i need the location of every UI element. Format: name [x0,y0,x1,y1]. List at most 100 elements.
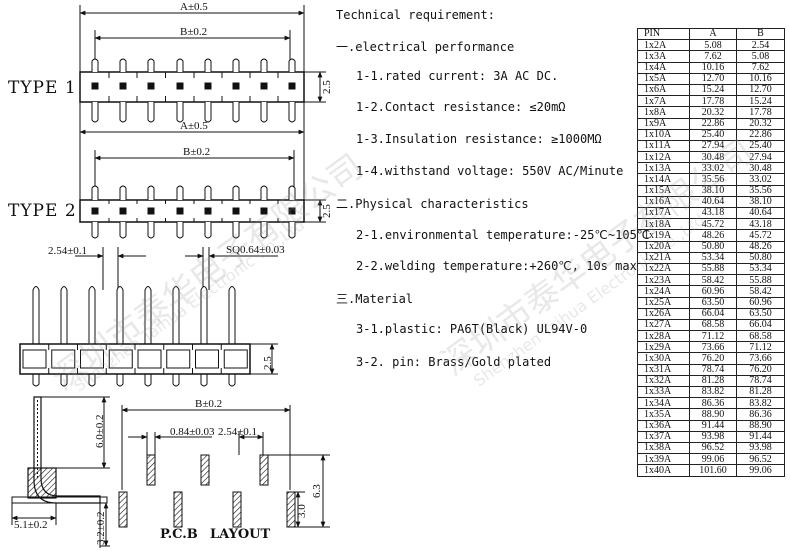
pin-cell: 1x14A [637,173,690,186]
pin-cell: 1x19A [637,229,690,242]
pin-cell: 1x30A [637,352,690,365]
pin-cell: 1x20A [637,240,690,253]
pin-top [232,58,240,72]
spec-section-physical: 二.Physical characteristics [336,197,529,211]
pin-top [176,58,184,72]
b-cell: 63.50 [736,307,785,320]
front-pin-lower [116,374,124,387]
pin-cell: 1x2A [637,39,690,52]
pin-cell: 1x37A [637,430,690,443]
pin-cell: 1x5A [637,72,690,85]
housing-cell [166,349,191,369]
pin-cell: 1x3A [637,50,690,63]
pin-bottom [147,102,155,123]
b-cell: 60.96 [736,296,785,309]
pin-cell: 1x7A [637,95,690,108]
pin-cell: 1x38A [637,441,690,455]
b-cell: 53.34 [736,262,785,276]
a-cell: 99.06 [689,453,737,466]
spec-contact-resistance: 1-2.Contact resistance: ≤20mΩ [356,100,566,114]
b-cell: 45.72 [736,229,785,242]
dim-h63: 6.3 [311,484,323,498]
b-cell: 15.24 [736,95,785,108]
pcb-title-pcb: P.C.B [160,527,198,542]
pin-square [204,82,212,90]
col-header-b: B [736,27,785,41]
dim-sq: SQ0.64±0.03 [226,244,285,256]
pin-cell: 1x23A [637,274,690,287]
housing-cell [195,349,219,369]
b-cell: 76.20 [736,363,785,376]
pin-cell: 1x32A [637,374,690,388]
b-cell: 35.56 [736,184,785,197]
pcb-hole [200,454,210,486]
front-view [19,247,278,387]
pin-cell: 1x8A [637,106,690,119]
pin-top [232,185,240,200]
front-pin-upper [228,286,236,344]
housing-cell [137,349,162,369]
pin-top [288,58,296,72]
b-cell: 68.58 [736,330,785,343]
a-cell: 68.58 [689,318,737,332]
dim-pcb-pitch: 2.54±0.1 [218,426,257,438]
b-cell: 12.70 [736,83,785,97]
b-cell: 17.78 [736,106,785,119]
spec-section-electrical: 一.electrical performance [336,40,515,54]
b-cell: 73.66 [736,352,785,365]
pin-top [260,58,268,72]
pin-cell: 1x26A [637,307,690,320]
pin-cell: 1x6A [637,83,690,97]
housing-cell [22,349,47,369]
pin-cell: 1x9A [637,117,690,130]
side-view [11,396,110,548]
b-cell: 10.16 [736,72,785,85]
pin-cell: 1x25A [637,296,690,309]
b-cell: 43.18 [736,218,785,231]
a-cell: 83.82 [689,385,737,399]
a-cell: 81.28 [689,374,737,388]
type1-label: TYPE 1 [8,78,77,98]
a-cell: 86.36 [689,397,737,410]
pin-cell: 1x13A [637,162,690,175]
front-pin-upper [116,286,124,344]
pin-bottom [176,222,184,239]
b-cell: 93.98 [736,441,785,455]
dim-a-type2: A±0.5 [180,120,208,132]
pin-square [119,82,127,90]
pin-bottom [232,222,240,239]
pin-top [176,185,184,200]
pin-square [147,82,155,90]
pin-top [119,58,127,72]
dim-hole: 0.84±0.03 [170,426,215,438]
pin-cell: 1x33A [637,385,690,399]
pin-cell: 1x16A [637,195,690,209]
pin-square [288,82,296,90]
a-cell: 10.16 [689,61,737,74]
housing-cell [223,349,248,369]
b-cell: 30.48 [736,162,785,175]
a-cell: 35.56 [689,173,737,186]
pin-cell: 1x29A [637,341,690,354]
a-cell: 78.74 [689,363,737,376]
pin-bottom [204,102,212,123]
a-cell: 15.24 [689,83,737,97]
pcb-layout [118,405,330,528]
spec-plastic: 3-1.plastic: PA6T(Black) UL94V-0 [356,322,588,336]
type2-drawing [79,125,326,239]
